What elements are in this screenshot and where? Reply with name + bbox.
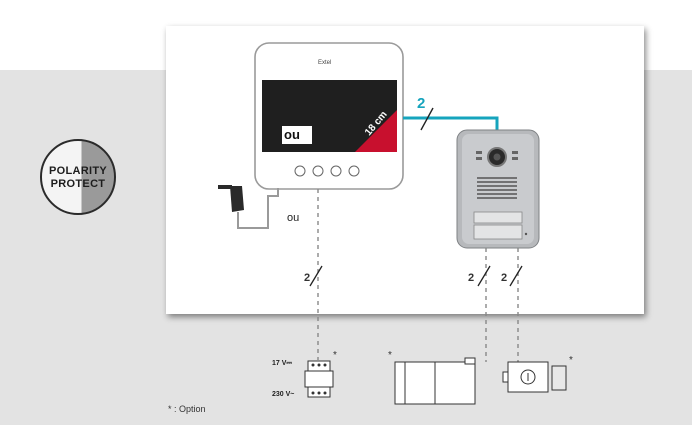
door-station (456, 129, 540, 249)
menu-icon (348, 165, 360, 177)
size-ribbon (355, 110, 397, 152)
psu-option-star: * (333, 350, 337, 361)
intercom-icon (294, 165, 306, 177)
electric-lock (502, 361, 567, 393)
badge-line2: PROTECT (50, 178, 106, 190)
gate-wire-count: 2 (468, 272, 475, 284)
gate-key-icon (330, 165, 342, 177)
call-button (473, 224, 523, 240)
power-adapter (218, 185, 279, 229)
diagram-card (166, 26, 644, 314)
monitor-brand: Extel (318, 60, 332, 66)
dc-voltage-label: 17 V⎓ (272, 360, 292, 367)
screen-or-label: ou (282, 126, 312, 144)
lock-wire-count: 2 (501, 272, 508, 284)
gate-opener (394, 357, 476, 405)
badge-line1: POLARITY (48, 165, 107, 177)
bus-cable (403, 116, 499, 132)
door-open-icon (312, 165, 324, 177)
gate-option-star: * (388, 350, 392, 361)
bus-cable-slash (420, 107, 434, 131)
ac-voltage-label: 230 V~ (272, 391, 295, 398)
name-plate (473, 211, 523, 224)
din-power-supply (304, 360, 334, 398)
lock-option-star: * (569, 355, 573, 366)
power-or-label: ou (287, 212, 300, 224)
bus-wire-count: 2 (417, 95, 426, 112)
psu-wire-count: 2 (304, 272, 311, 284)
option-wires (317, 189, 519, 362)
polarity-protect-badge: POLARITY PROTECT (40, 139, 116, 215)
option-footnote: * : Option (168, 404, 206, 414)
